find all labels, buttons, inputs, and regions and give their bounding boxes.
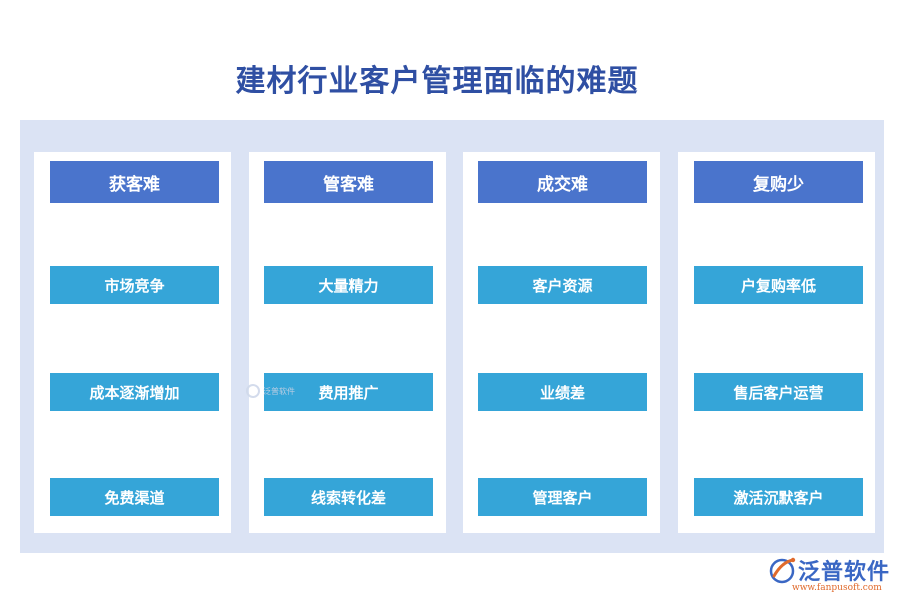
logo-url: www.fanpusoft.com <box>792 583 882 593</box>
problem-item: 成本逐渐增加 <box>50 373 219 411</box>
problem-item: 费用推广 <box>264 373 433 411</box>
problem-item: 户复购率低 <box>694 266 863 304</box>
column-header: 获客难 <box>50 161 219 203</box>
fanpu-logo-icon <box>769 557 796 584</box>
page-title: 建材行业客户管理面临的难题 <box>235 64 639 99</box>
watermark-logo-icon <box>246 384 260 398</box>
column-deal-closing: 成交难 客户资源 业绩差 管理客户 <box>463 152 660 533</box>
problems-board: 获客难 市场竞争 成本逐渐增加 免费渠道 管客难 大量精力 费用推广 线索转化差… <box>20 120 884 553</box>
problem-item: 业绩差 <box>478 373 647 411</box>
watermark-text: 泛普软件 <box>263 386 295 396</box>
problem-item: 大量精力 <box>264 266 433 304</box>
problem-item: 客户资源 <box>478 266 647 304</box>
problem-item: 线索转化差 <box>264 478 433 516</box>
column-header: 成交难 <box>478 161 647 203</box>
column-header: 管客难 <box>264 161 433 203</box>
logo-name: 泛普软件 <box>798 560 891 585</box>
watermark: 泛普软件 <box>246 384 295 398</box>
problem-item: 管理客户 <box>478 478 647 516</box>
problem-item: 激活沉默客户 <box>694 478 863 516</box>
problem-item: 售后客户运营 <box>694 373 863 411</box>
brand-logo: 泛普软件 www.fanpusoft.com <box>768 554 894 596</box>
column-header: 复购少 <box>694 161 863 203</box>
problem-item: 免费渠道 <box>50 478 219 516</box>
column-customer-management: 管客难 大量精力 费用推广 线索转化差 <box>249 152 446 533</box>
column-customer-acquisition: 获客难 市场竞争 成本逐渐增加 免费渠道 <box>34 152 231 533</box>
problem-item: 市场竞争 <box>50 266 219 304</box>
column-repurchase: 复购少 户复购率低 售后客户运营 激活沉默客户 <box>678 152 875 533</box>
